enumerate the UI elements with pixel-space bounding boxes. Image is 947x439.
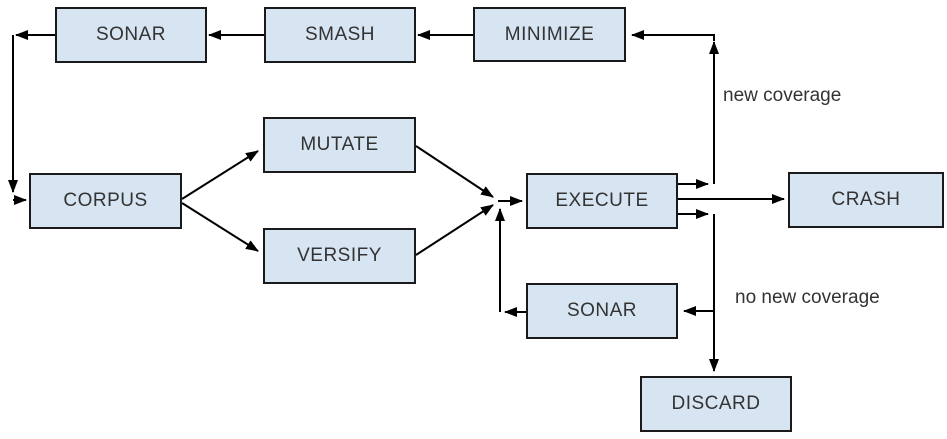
node-sonar-bottom: SONAR	[526, 283, 678, 339]
node-corpus-label: CORPUS	[63, 190, 148, 211]
edge-label-no-new-coverage: no new coverage	[735, 287, 880, 308]
node-mutate: MUTATE	[263, 117, 416, 173]
node-execute: EXECUTE	[526, 173, 678, 229]
edge-mutate-to-junction	[415, 145, 494, 198]
node-sonar-top-label: SONAR	[95, 24, 167, 45]
node-versify-label: VERSIFY	[297, 245, 382, 266]
node-sonar-top: SONAR	[55, 7, 207, 63]
edge-corpus-to-mutate	[181, 150, 259, 200]
edge-label-new-coverage: new coverage	[723, 85, 842, 106]
node-smash-label: SMASH	[304, 24, 376, 45]
edge-versify-to-junction	[415, 204, 494, 256]
node-corpus: CORPUS	[29, 173, 182, 229]
node-minimize-label: MINIMIZE	[504, 23, 595, 45]
node-minimize: MINIMIZE	[473, 7, 626, 62]
node-mutate-label: MUTATE	[300, 134, 379, 155]
edge-corpus-to-versify	[181, 202, 259, 252]
node-versify: VERSIFY	[263, 228, 416, 284]
node-discard: DISCARD	[640, 376, 792, 432]
edge-coverage-to-minimize	[631, 30, 715, 41]
node-execute-label: EXECUTE	[555, 190, 649, 211]
node-smash: SMASH	[264, 7, 416, 63]
node-sonar-bottom-label: SONAR	[566, 300, 638, 321]
node-discard-label: DISCARD	[671, 393, 761, 414]
node-crash-label: CRASH	[831, 189, 901, 210]
node-crash: CRASH	[788, 172, 944, 228]
